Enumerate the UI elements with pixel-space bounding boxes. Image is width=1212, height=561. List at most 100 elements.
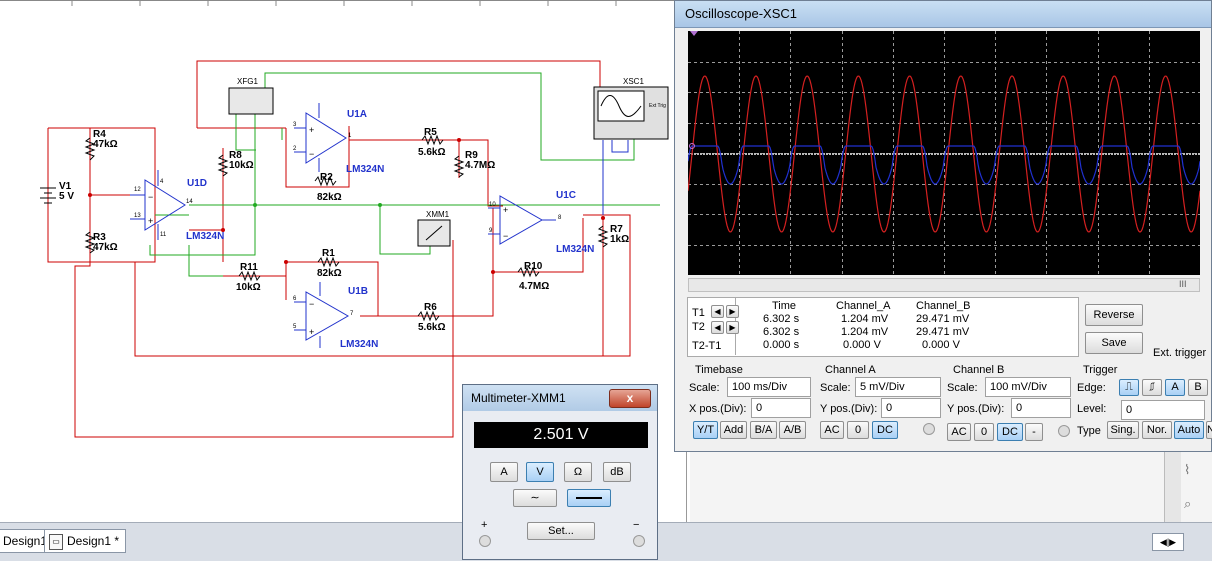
- xmm1-label: XMM1: [426, 210, 450, 219]
- t1-channel-b: 29.471 mV: [916, 313, 970, 325]
- u1a-label: U1A: [347, 109, 368, 120]
- svg-text:−: −: [503, 231, 508, 241]
- t2-label: T2: [692, 321, 705, 333]
- sine-wave-icon: ∼: [530, 492, 540, 504]
- close-icon: x: [626, 391, 634, 405]
- ba-mode-button[interactable]: B/A: [750, 421, 777, 439]
- falling-edge-button[interactable]: ⎎: [1142, 379, 1162, 396]
- reverse-button[interactable]: Reverse: [1085, 304, 1143, 326]
- oscilloscope-titlebar[interactable]: Oscilloscope-XSC1: [675, 1, 1211, 28]
- schematic-drawing: +− +− −+ −+: [0, 0, 690, 522]
- t2-channel-a: 1.204 mV: [841, 326, 889, 338]
- trigger-title: Trigger: [1083, 364, 1118, 376]
- tab-scroll-arrows[interactable]: ◀|▶: [1152, 533, 1184, 551]
- pin-label: 12: [134, 187, 141, 193]
- xfg1-label: XFG1: [237, 77, 258, 86]
- channel-b-ypos-field[interactable]: 0: [1011, 398, 1071, 418]
- channel-b-invert-button[interactable]: -: [1025, 423, 1043, 441]
- timebase-scale-field[interactable]: 100 ms/Div: [727, 377, 811, 397]
- channel-b-scale-label: Scale:: [947, 382, 978, 394]
- ac-signal-button[interactable]: ∼: [513, 489, 557, 507]
- t1-left-arrow[interactable]: ◀: [711, 305, 724, 318]
- trigger-level-field[interactable]: 0: [1121, 400, 1205, 420]
- trigger-normal-button[interactable]: Nor.: [1142, 421, 1172, 439]
- svg-text:−: −: [309, 299, 314, 309]
- t1-time: 6.302 s: [763, 313, 800, 325]
- t2-left-arrow[interactable]: ◀: [711, 321, 724, 334]
- ext-trigger-label: Ext. trigger: [1153, 347, 1207, 359]
- r3-label: R3: [93, 232, 106, 243]
- channel-a-dc-button[interactable]: DC: [872, 421, 898, 439]
- trigger-source-b-button[interactable]: B: [1188, 379, 1208, 396]
- u1b-part: LM324N: [340, 339, 379, 350]
- tool-icon[interactable]: ⌇: [1184, 462, 1191, 477]
- ohmmeter-mode-button[interactable]: Ω: [564, 462, 592, 482]
- channel-b-scale-field[interactable]: 100 mV/Div: [985, 377, 1071, 397]
- add-mode-button[interactable]: Add: [720, 421, 747, 439]
- pin-label: 9: [489, 228, 493, 234]
- probe-icon[interactable]: ⌕: [1184, 496, 1192, 511]
- vertical-scrollbar[interactable]: [1164, 452, 1181, 522]
- trigger-marker-icon: [689, 143, 695, 149]
- oscilloscope-screen[interactable]: [688, 31, 1200, 275]
- trigger-source-a-button[interactable]: A: [1165, 379, 1185, 396]
- multimeter-window: Multimeter-XMM1 x 2.501 V A V Ω dB ∼ Set…: [462, 384, 658, 560]
- oscilloscope-window: Oscilloscope-XSC1 III T1 T2 T2-T1 ◀ ▶ ◀ …: [674, 0, 1212, 452]
- v1-value: 5 V: [59, 191, 75, 202]
- multimeter-display: 2.501 V: [474, 422, 648, 448]
- negative-terminal-label: −: [633, 519, 640, 531]
- yt-mode-button[interactable]: Y/T: [693, 421, 718, 439]
- channel-a-ac-button[interactable]: AC: [820, 421, 844, 439]
- t1-right-arrow[interactable]: ▶: [726, 305, 739, 318]
- r7-value: 1kΩ: [610, 234, 630, 245]
- trigger-level-label: Level:: [1077, 403, 1107, 415]
- svg-text:−: −: [309, 149, 314, 159]
- svg-text:+: +: [309, 125, 314, 135]
- multimeter-titlebar[interactable]: Multimeter-XMM1 x: [463, 385, 657, 411]
- multimeter-close-button[interactable]: x: [609, 389, 651, 408]
- r6-value: 5.6kΩ: [418, 322, 446, 333]
- tab-design1-modified[interactable]: ▭Design1 *: [44, 529, 127, 553]
- trigger-auto-button[interactable]: Auto: [1174, 421, 1204, 439]
- time-scrollbar[interactable]: III: [688, 278, 1200, 292]
- channel-a-zero-button[interactable]: 0: [847, 421, 869, 439]
- rising-edge-button[interactable]: ⎍: [1119, 379, 1139, 396]
- positive-terminal-label: +: [481, 519, 488, 531]
- t1-label: T1: [692, 307, 705, 319]
- multimeter-title: Multimeter-XMM1: [471, 391, 566, 405]
- pin-label: 10: [489, 202, 496, 208]
- trigger-none-button[interactable]: N: [1206, 421, 1212, 439]
- timebase-scale-label: Scale:: [689, 382, 720, 394]
- t2t1-channel-b: 0.000 V: [922, 339, 960, 351]
- r10-label: R10: [524, 261, 543, 272]
- schematic-canvas[interactable]: +− +− −+ −+: [0, 0, 690, 522]
- r5-label: R5: [424, 127, 437, 138]
- t2-time: 6.302 s: [763, 326, 800, 338]
- ammeter-mode-button[interactable]: A: [490, 462, 518, 482]
- dc-signal-button[interactable]: [567, 489, 611, 507]
- positive-terminal-icon: [479, 535, 491, 547]
- trigger-single-button[interactable]: Sing.: [1107, 421, 1139, 439]
- r9-value: 4.7MΩ: [465, 160, 496, 171]
- ab-mode-button[interactable]: A/B: [779, 421, 806, 439]
- rising-edge-icon: ⎍: [1125, 381, 1133, 393]
- multimeter-set-button[interactable]: Set...: [527, 522, 595, 540]
- voltmeter-mode-button[interactable]: V: [526, 462, 554, 482]
- decibel-mode-button[interactable]: dB: [603, 462, 631, 482]
- channel-a-scale-label: Scale:: [820, 382, 851, 394]
- save-button[interactable]: Save: [1085, 332, 1143, 354]
- pin-label: 14: [186, 199, 193, 205]
- r1-label: R1: [322, 248, 335, 259]
- t2-right-arrow[interactable]: ▶: [726, 321, 739, 334]
- timebase-xpos-field[interactable]: 0: [751, 398, 811, 418]
- u1a-part: LM324N: [346, 164, 385, 175]
- channel-a-ypos-field[interactable]: 0: [881, 398, 941, 418]
- channel-b-dc-button[interactable]: DC: [997, 423, 1023, 441]
- channel-a-scale-field[interactable]: 5 mV/Div: [855, 377, 941, 397]
- negative-terminal-icon: [633, 535, 645, 547]
- channel-b-ac-button[interactable]: AC: [947, 423, 971, 441]
- u1c-label: U1C: [556, 190, 577, 201]
- channel-b-zero-button[interactable]: 0: [974, 423, 994, 441]
- r9-label: R9: [465, 150, 478, 161]
- r7-label: R7: [610, 224, 623, 235]
